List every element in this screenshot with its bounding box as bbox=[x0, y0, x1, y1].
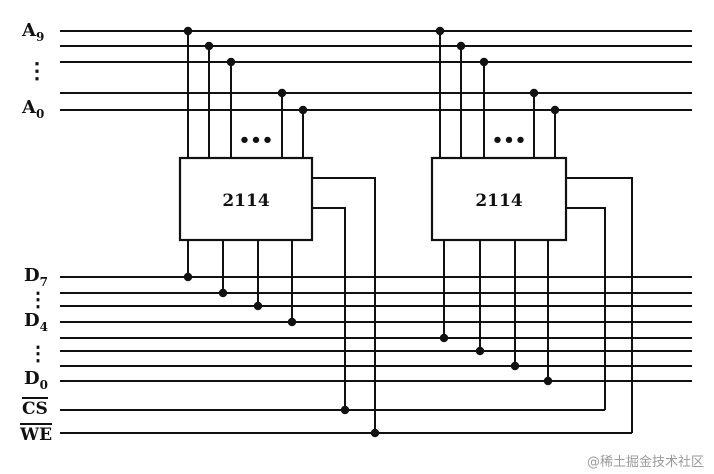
label-a0: A0 bbox=[21, 97, 44, 121]
data-ellipsis-lower: ⋮ bbox=[28, 341, 48, 365]
control-bus bbox=[60, 409, 632, 434]
chip-2-address-wires bbox=[435, 26, 560, 158]
label-d0: D0 bbox=[24, 368, 48, 392]
chip-1-address-ellipsis: ••• bbox=[239, 130, 274, 151]
junction-dot bbox=[183, 272, 193, 282]
chip-2: 2114 bbox=[430, 156, 568, 242]
junction-dot bbox=[456, 41, 466, 51]
junction-dot bbox=[439, 333, 449, 343]
watermark: @稀土掘金技术社区 bbox=[587, 454, 704, 470]
junction-dot bbox=[226, 57, 236, 67]
address-ellipsis: ⋮ bbox=[26, 58, 48, 84]
junction-dot bbox=[550, 105, 560, 115]
junction-dot bbox=[475, 346, 485, 356]
junction-dot bbox=[479, 57, 489, 67]
label-d4: D4 bbox=[24, 310, 48, 334]
junction-dot bbox=[218, 288, 228, 298]
junction-dot bbox=[298, 105, 308, 115]
junction-dot bbox=[253, 301, 263, 311]
junction-dot bbox=[543, 376, 553, 386]
chip-1: 2114 bbox=[178, 156, 314, 242]
chip-1-label: 2114 bbox=[222, 191, 269, 211]
data-ellipsis-upper: ⋮ bbox=[28, 287, 48, 311]
label-we: WE bbox=[19, 425, 52, 445]
junction-dot bbox=[435, 26, 445, 36]
chip-2-control-wires bbox=[566, 177, 633, 433]
left-labels: A9 ⋮ A0 D7 ⋮ D4 ⋮ D0 CS WE bbox=[19, 20, 52, 445]
chip-2-data-wires bbox=[439, 240, 553, 386]
junction-dot bbox=[529, 88, 539, 98]
junction-dot bbox=[204, 41, 214, 51]
chip-2-label: 2114 bbox=[475, 191, 522, 211]
chip-1-body bbox=[178, 156, 314, 242]
junction-dot bbox=[370, 428, 380, 438]
chip-1-address-wires bbox=[183, 26, 308, 158]
junction-dot bbox=[287, 317, 297, 327]
junction-dot bbox=[510, 361, 520, 371]
label-cs: CS bbox=[22, 399, 48, 419]
junction-dot bbox=[277, 88, 287, 98]
address-bus bbox=[60, 30, 692, 111]
junction-dot bbox=[340, 405, 350, 415]
label-a9: A9 bbox=[21, 20, 44, 44]
junction-dot bbox=[183, 26, 193, 36]
label-d7: D7 bbox=[24, 265, 48, 289]
chip-2-body bbox=[430, 156, 568, 242]
chip-1-control-wires bbox=[312, 177, 380, 438]
chip-1-data-wires bbox=[183, 240, 297, 327]
chip-2-address-ellipsis: ••• bbox=[492, 130, 527, 151]
